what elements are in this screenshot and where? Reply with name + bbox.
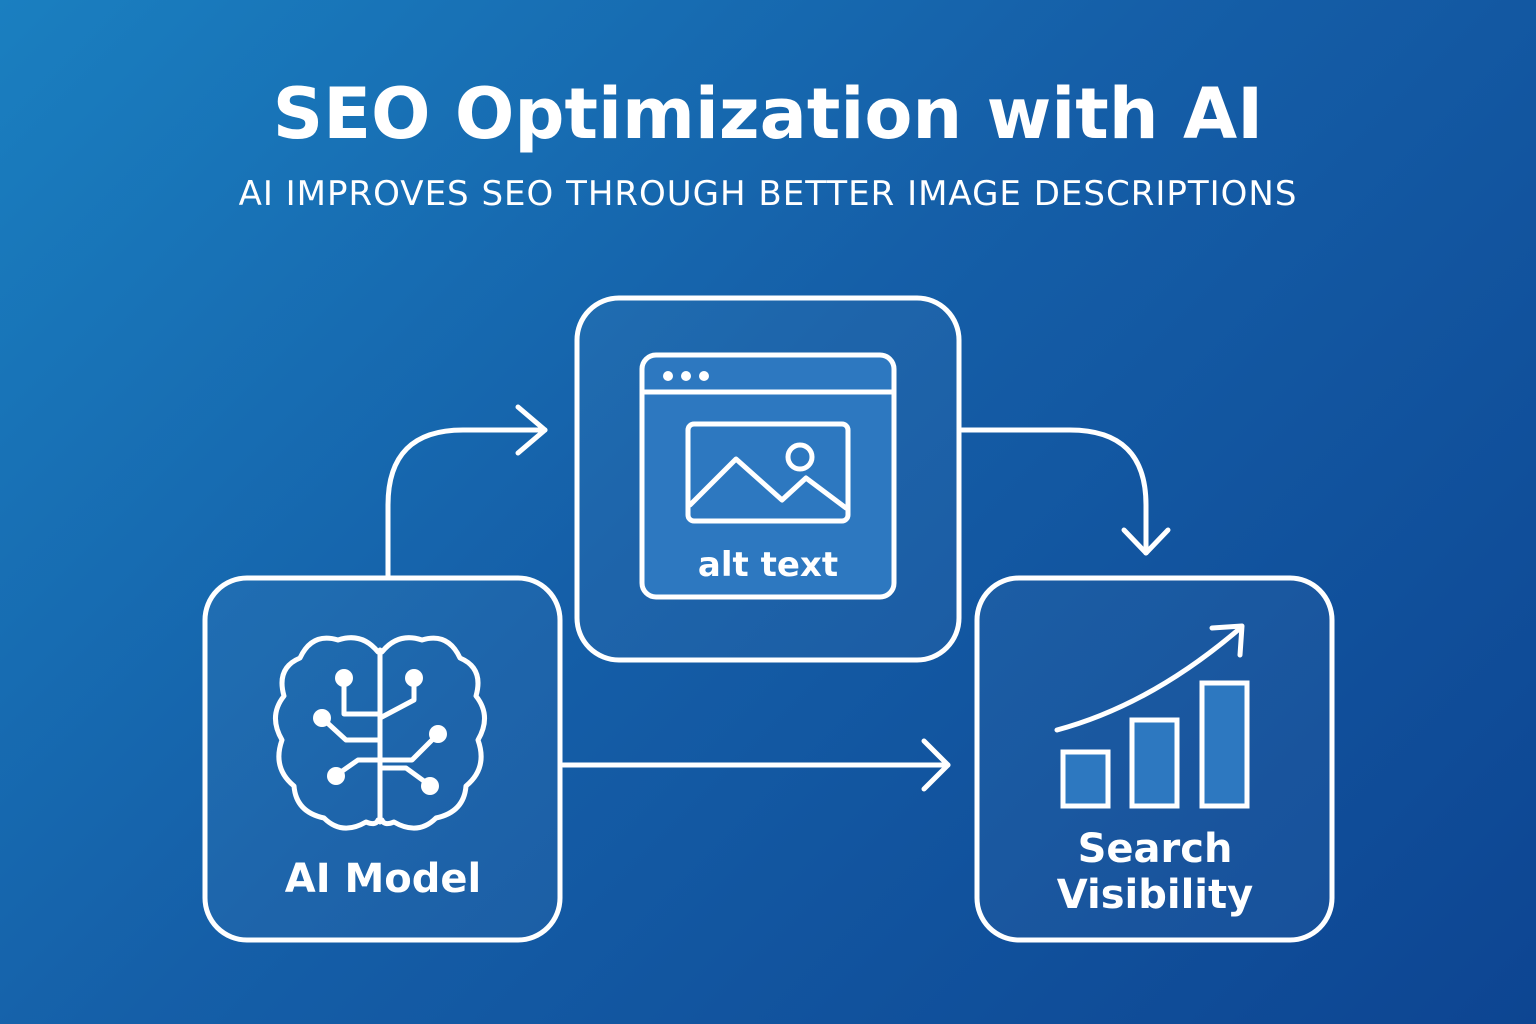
- brain-circuit-nodes: [313, 669, 447, 795]
- arrow-alt-text-to-search: [959, 427, 1171, 556]
- bar-chart-growth-icon: [1054, 623, 1250, 809]
- arrow-ai-to-alt-text: [385, 404, 548, 581]
- ai-model-label: AI Model: [285, 856, 482, 902]
- page-title: SEO Optimization with AI: [272, 73, 1264, 155]
- browser-image-icon: [639, 352, 897, 600]
- arrow-ai-to-search: [560, 738, 951, 792]
- brain-circuit-icon: [273, 635, 487, 831]
- image-placeholder-icon: [685, 421, 851, 524]
- alt-text-label: alt text: [698, 545, 838, 585]
- search-visibility-label-line2: Visibility: [1057, 872, 1253, 918]
- page-subtitle: AI IMPROVES SEO THROUGH BETTER IMAGE DES…: [238, 174, 1298, 214]
- node-ai-model: AI Model: [202, 575, 563, 943]
- search-visibility-label-line1: Search: [1078, 826, 1233, 872]
- node-search-visibility: Search Visibility: [974, 575, 1335, 943]
- node-alt-text: alt text: [574, 295, 962, 663]
